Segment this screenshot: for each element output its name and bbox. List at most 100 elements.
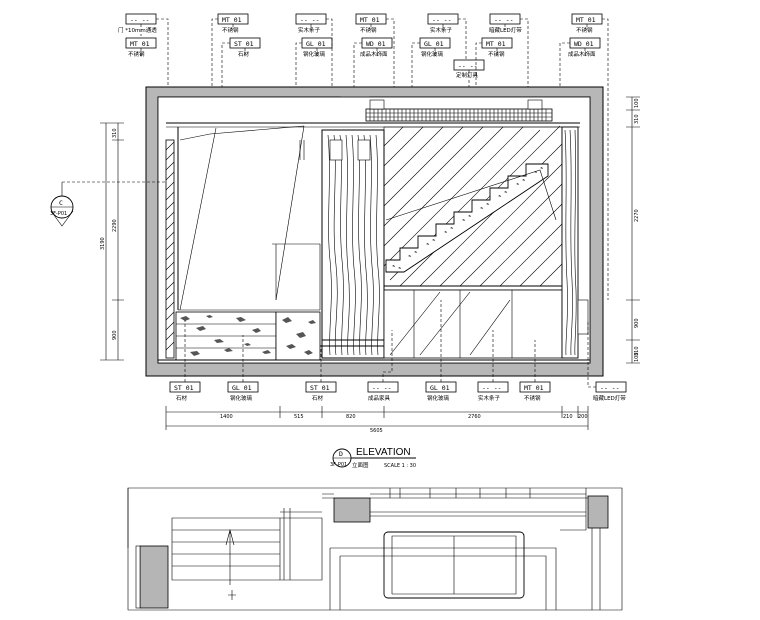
- bottom-dimension-chain: 1400 515 820 2760 210 200 5605: [165, 406, 589, 434]
- tag-code: WD 01: [366, 40, 386, 48]
- tag-code: -- --: [372, 384, 392, 392]
- tag-code: ST 01: [174, 384, 194, 392]
- tag-code: MT 01: [576, 16, 596, 24]
- right-wood-column: [561, 126, 589, 359]
- tag-note: 成品木饰面: [568, 50, 596, 58]
- tag-code: -- --: [482, 384, 502, 392]
- dim-left-1: 2290: [112, 219, 118, 232]
- tag-note: 成品木饰面: [360, 50, 388, 58]
- tag-note: 实木条子: [298, 26, 321, 34]
- tag-code: -- --: [494, 16, 514, 24]
- bottom-tag-2: ST 01 石材: [305, 381, 337, 402]
- dim-5: 200: [578, 414, 588, 420]
- tag-note: 暗藏LED灯带: [489, 26, 522, 34]
- dim-right-0: 100: [634, 98, 640, 108]
- tag-note: 石材: [176, 394, 188, 402]
- dim-right-4: 310: [634, 346, 640, 356]
- tag-note: 不锈钢: [222, 26, 239, 34]
- tag-note: 定制灯具: [456, 71, 479, 79]
- tag-note: 钢化玻璃: [230, 394, 253, 402]
- tag-note: 不锈钢: [128, 50, 145, 58]
- top-tag-row: -- -- 门 *10mm通透 MT 01 不锈钢 -- -- 实木条子 MT 01 不…: [118, 13, 603, 34]
- tag-note: 石材: [312, 394, 324, 402]
- elevation-ref: 3F-P01: [330, 462, 347, 468]
- tag-note: 成品家具: [368, 394, 391, 402]
- tag-code: MT 01: [524, 384, 544, 392]
- left-glass-panel: [177, 125, 321, 311]
- tag-note: 石材: [238, 50, 250, 58]
- top-tag-5: -- -- 暗藏LED灯带: [489, 13, 522, 34]
- tag-code: GL 01: [424, 40, 444, 48]
- inner-dim-mark: [299, 140, 305, 160]
- dim-4: 210: [563, 414, 573, 420]
- dim-1: 515: [294, 414, 304, 420]
- title-label: ELEVATION: [356, 447, 411, 458]
- bottom-tag-5: -- -- 实木条子: [477, 381, 509, 402]
- tag-note: 实木条子: [430, 26, 453, 34]
- tag-code: MT 01: [222, 16, 242, 24]
- dim-2: 820: [346, 414, 356, 420]
- dim-left-3: 310: [112, 128, 118, 138]
- lower-cabinet: [383, 289, 563, 359]
- ceiling-light: [365, 99, 553, 122]
- title-sub: 立面图: [352, 461, 369, 469]
- dim-3: 2760: [468, 414, 481, 420]
- plan-view: [127, 487, 623, 611]
- tag-code: ST 01: [234, 40, 254, 48]
- dim-right-5: 100: [634, 352, 640, 362]
- elevation-letter: D: [339, 450, 343, 458]
- bottom-tag-3: -- -- 成品家具: [367, 381, 399, 402]
- top-tag-0: -- -- 门 *10mm通透: [118, 13, 157, 34]
- tag-note: 实木条子: [478, 394, 501, 402]
- tag-code: ST 01: [310, 384, 330, 392]
- section-marker-c: C 3F-P01: [50, 181, 166, 227]
- bottom-leaders: [184, 300, 596, 388]
- tag-code: -- --: [600, 384, 620, 392]
- bottom-tag-6: MT 01 不锈钢: [519, 381, 551, 402]
- right-dimension-chain: 100 310 2270 900 310 100: [626, 96, 640, 364]
- bottom-tag-row: ST 01 石材 GL 01 钢化玻璃 ST 01 石材 -- -- 成品家具 GL 0…: [169, 381, 627, 402]
- tag-note: 门 *10mm通透: [118, 26, 157, 34]
- tag-note: 不锈钢: [360, 26, 377, 34]
- wood-column: [321, 129, 385, 359]
- tag-note: 暗藏LED灯带: [593, 394, 626, 402]
- tag-code: -- --: [300, 16, 320, 24]
- dim-right-1: 310: [634, 114, 640, 124]
- tag-note: 不锈钢: [524, 394, 541, 402]
- tag-code: -- --: [432, 16, 452, 24]
- bottom-tag-4: GL 01 钢化玻璃: [425, 381, 457, 402]
- tag-code: MT 01: [486, 40, 506, 48]
- tag-note: 钢化玻璃: [303, 50, 326, 58]
- stone-steps: [175, 311, 321, 361]
- tag-code: GL 01: [232, 384, 252, 392]
- tag-code: GL 01: [306, 40, 326, 48]
- dim-total: 5605: [370, 428, 383, 434]
- section-letter: C: [59, 199, 63, 207]
- dim-left-0: 3190: [100, 237, 106, 250]
- section-ref: 3F-P01: [50, 211, 67, 217]
- tag-code: -- --: [458, 62, 478, 70]
- bottom-tag-1: GL 01 钢化玻璃: [227, 381, 259, 402]
- bottom-tag-7: -- -- 暗藏LED灯带: [593, 381, 627, 402]
- second-tag-3: WD 01 成品木饰面: [360, 37, 393, 58]
- tag-code: MT 01: [360, 16, 380, 24]
- tag-note: 不锈钢: [576, 26, 593, 34]
- left-dimension-chain: 3190 2290 900 310: [100, 122, 124, 361]
- second-tag-row: MT 01 不锈钢 ST 01 石材 GL 01 钢化玻璃 WD 01 成品木饰面 GL…: [125, 37, 601, 58]
- tag-note: 不锈钢: [488, 50, 505, 58]
- elevation-title: D 3F-P01 ELEVATION 立面图 SCALE 1 : 30: [330, 447, 416, 469]
- dim-0: 1400: [220, 414, 233, 420]
- left-wall-column: [165, 139, 175, 359]
- title-scale: SCALE 1 : 30: [384, 463, 416, 469]
- tag-code: GL 01: [430, 384, 450, 392]
- tag-note: 钢化玻璃: [427, 394, 450, 402]
- tag-code: MT 01: [130, 40, 150, 48]
- dim-right-2: 2270: [634, 209, 640, 222]
- tag-note: 钢化玻璃: [421, 50, 444, 58]
- bottom-tag-0: ST 01 石材: [169, 381, 201, 402]
- tag-code: -- --: [130, 16, 150, 24]
- dim-right-3: 900: [634, 318, 640, 328]
- dim-left-2: 900: [112, 330, 118, 340]
